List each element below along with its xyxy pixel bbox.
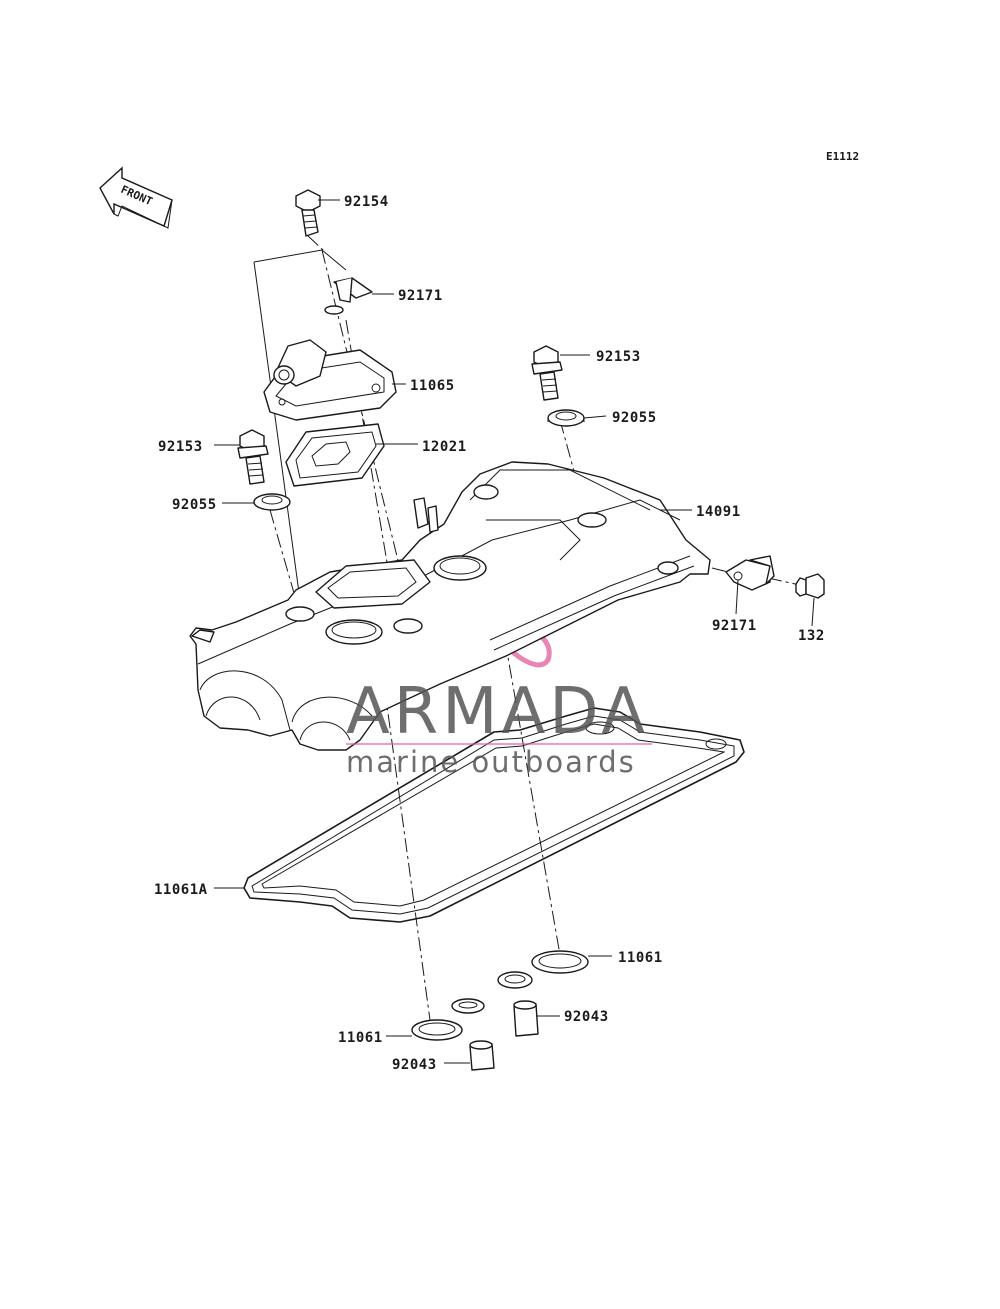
callout-leaders <box>214 199 815 1064</box>
diagram-reference-code: E1112 <box>826 150 859 163</box>
label-92055-right: 92055 <box>612 410 657 426</box>
label-92055-left: 92055 <box>172 497 217 513</box>
clamp-92171-top <box>324 277 373 315</box>
label-132: 132 <box>798 628 825 644</box>
label-92043-right: 92043 <box>564 1009 609 1025</box>
clamp-92171-right <box>725 555 775 591</box>
label-92154: 92154 <box>344 194 389 210</box>
cylinder-head-cover-14091 <box>189 461 711 751</box>
bolt-132 <box>795 573 825 599</box>
label-11061-left: 11061 <box>338 1030 383 1046</box>
bolt-92154 <box>295 189 321 237</box>
label-14091: 14091 <box>696 504 741 520</box>
bolt-92153-right <box>531 345 563 401</box>
label-12021: 12021 <box>422 439 467 455</box>
washer-92055-right <box>547 409 585 427</box>
seal-11061-left <box>411 998 485 1041</box>
bolt-92153-left <box>237 429 269 485</box>
front-direction-arrow: FRONT <box>99 166 173 229</box>
label-11065: 11065 <box>410 378 455 394</box>
plate-12021 <box>285 423 385 487</box>
breather-cover-11065 <box>263 339 397 421</box>
label-11061-right: 11061 <box>618 950 663 966</box>
seal-11061-right <box>497 950 589 989</box>
label-92043-left: 92043 <box>392 1057 437 1073</box>
label-92171-top: 92171 <box>398 288 443 304</box>
label-92171-right: 92171 <box>712 618 757 634</box>
washer-92055-left <box>253 493 291 511</box>
dowel-92043-right <box>513 1000 539 1037</box>
label-92153-left: 92153 <box>158 439 203 455</box>
watermark-tagline: marine outboards <box>346 745 636 779</box>
gasket-11061A <box>243 707 745 923</box>
watermark-brand: ARMADA <box>346 675 649 749</box>
label-92153-right: 92153 <box>596 349 641 365</box>
part-labels: 92154 92171 92153 11065 92055 92153 1202… <box>154 194 825 1073</box>
dowel-92043-left <box>469 1040 495 1071</box>
label-11061A: 11061A <box>154 882 208 898</box>
